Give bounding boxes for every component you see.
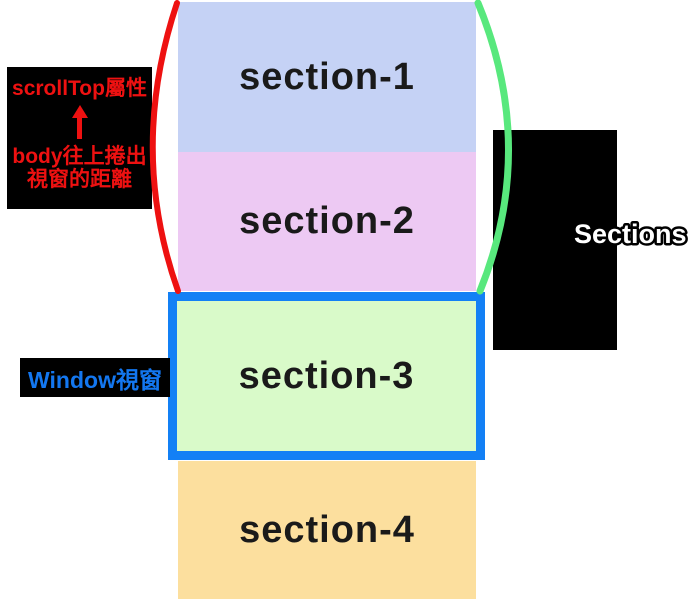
scrolltop-desc-line2: 視窗的距離 xyxy=(27,168,132,192)
section-2-block: section-2 xyxy=(178,152,476,291)
window-viewport-frame: section-3 xyxy=(168,292,485,460)
up-arrow-icon xyxy=(71,105,88,140)
section-2-label: section-2 xyxy=(239,200,415,242)
section-1-block: section-1 xyxy=(178,2,476,152)
section-1-label: section-1 xyxy=(239,55,415,98)
window-viewport-label: Window視窗 xyxy=(28,366,162,393)
up-arrow-head xyxy=(71,105,88,119)
scrolltop-distance-curve xyxy=(149,0,181,294)
sections-annotation-label-svg: Sections xyxy=(572,217,690,252)
window-viewport-label-box: Window視窗 xyxy=(20,358,170,397)
section-4-label: section-4 xyxy=(239,508,415,551)
section-3-label: section-3 xyxy=(238,354,415,397)
scrolltop-annotation-box: scrollTop屬性 body往上捲出 視窗的距離 xyxy=(7,67,152,209)
sections-annotation-box xyxy=(493,130,617,350)
up-arrow-stem xyxy=(77,118,82,140)
scrolltop-desc-line1: body往上捲出 xyxy=(12,145,147,169)
section-4-block: section-4 xyxy=(178,461,476,599)
sections-annotation-label: Sections xyxy=(574,219,687,249)
scrolltop-title: scrollTop屬性 xyxy=(12,77,147,100)
